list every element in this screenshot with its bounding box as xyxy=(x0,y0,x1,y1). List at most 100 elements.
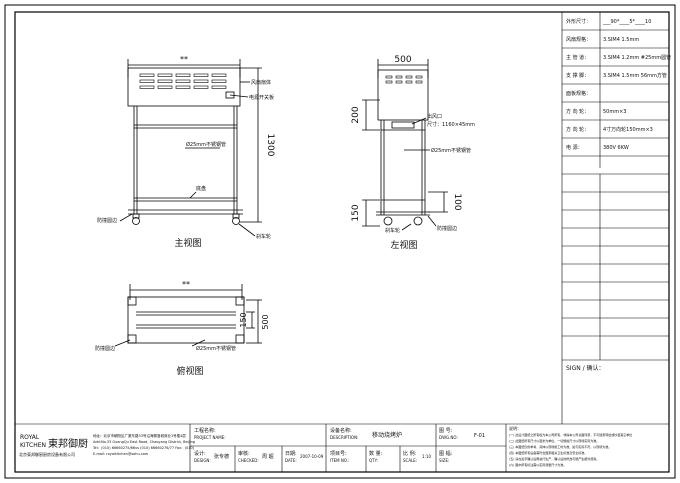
side-view-labels: 500 200 150 100 出风口 尺寸：1160×45mm Ø25mm不锈… xyxy=(351,55,475,251)
qty-label: 数 量: xyxy=(369,450,383,457)
side-bracket-callout: 防撞圆边 xyxy=(437,225,457,232)
company-address: 地址：北京市朝阳区广渠东路33号沿海赛洛城商业1号楼4层 xyxy=(93,433,186,438)
side-housing xyxy=(377,69,429,121)
leader-wheel xyxy=(238,223,256,237)
spec-row-1-label: 风扇规格： xyxy=(566,36,591,43)
side-tube-callout: Ø25mm不锈钢管 xyxy=(431,147,471,154)
side-upper-label: 200 xyxy=(351,106,361,123)
date-label: 日期: xyxy=(285,451,297,457)
front-view-caption: 主视图 xyxy=(174,237,201,249)
spec-row-2-value: 3.SIM4 1.2mm #25mm圆管 xyxy=(603,54,671,61)
fan-callout: 风扇扇体 xyxy=(251,79,271,86)
spec-row-1-value: 3.SIM4 1.5mm xyxy=(603,37,639,43)
front-bracket-callout: 防撞圆边 xyxy=(97,217,117,224)
side-outlet xyxy=(391,121,415,129)
front-width-label: ** xyxy=(180,55,188,64)
side-view xyxy=(362,59,448,231)
front-wheel-right xyxy=(232,217,240,225)
fan-housing xyxy=(127,67,241,107)
top-width-label: ** xyxy=(182,280,190,289)
front-wheel-left xyxy=(132,217,140,225)
equipment-label: 设备名称: xyxy=(330,427,352,434)
equipment-label-en: DESCRIPTION: xyxy=(330,435,358,440)
scale-label: 比 例: xyxy=(403,450,417,457)
corner-bracket-tl xyxy=(127,296,137,306)
spec-row-0-label: 外形尺寸： xyxy=(566,18,591,25)
outlet-callout: 出风口 xyxy=(427,113,442,120)
leader-top-bracket xyxy=(114,339,131,347)
equipment-value: 移动烧烤炉 xyxy=(372,431,402,439)
leader-bracket xyxy=(119,213,133,222)
top-outer-depth-label: 500 xyxy=(261,314,270,329)
check-label: 审核: xyxy=(238,450,250,457)
leader-switch xyxy=(229,94,249,98)
front-view-labels: ** 1300 风扇扇体 电源开关板 Ø25mm不锈钢管 底盘 防撞圆边 刹车轮… xyxy=(97,55,275,249)
front-wheel-callout: 刹车轮 xyxy=(256,233,271,240)
side-vent-slots xyxy=(385,75,423,84)
drawing-no-label-en: DWG.NO: xyxy=(439,435,458,440)
side-wheel-label: 100 xyxy=(452,193,462,210)
top-view xyxy=(114,284,262,347)
side-width-label: 500 xyxy=(394,55,411,65)
design-value: 张专德 xyxy=(214,453,229,460)
spec-row-5-label: 方 向 轮： xyxy=(566,108,589,115)
spec-row-3-label: 支 撑 脚： xyxy=(566,72,589,79)
spec-row-5-value: 50mm×3 xyxy=(603,109,626,115)
signature-label: SIGN / 确认： xyxy=(566,364,605,372)
spec-table-text: 外形尺寸： ___90*____5*____10 风扇规格： 3.SIM4 1.… xyxy=(566,18,671,372)
qty-label-en: QTY: xyxy=(369,458,378,463)
top-outline xyxy=(127,296,245,344)
side-wheel-left xyxy=(383,216,393,226)
project-label: 工程名称: xyxy=(194,427,216,434)
side-lower-label: 150 xyxy=(351,204,361,221)
top-inner-depth-label: 150 xyxy=(239,312,248,327)
front-height-label: 1300 xyxy=(265,134,275,157)
note-6: (六) 图中所有标注需以实际测量尺寸为准。 xyxy=(509,462,566,467)
title-block xyxy=(15,423,669,472)
top-view-caption: 俯视图 xyxy=(176,365,203,377)
leader-side-bracket xyxy=(427,215,437,227)
size-label-en: SIZE: xyxy=(439,458,449,463)
front-view xyxy=(119,59,262,237)
note-1: (一) 此设计图纸之所有权为本公司所有，非得本公司书面同意，不可随意转给或抄袭其… xyxy=(509,432,632,437)
outer-border xyxy=(4,4,676,479)
outlet-size-callout: 尺寸：1160×45mm xyxy=(427,121,475,128)
leader-top-tube xyxy=(191,339,206,347)
spec-row-0-value: ___90*____5*____10 xyxy=(602,19,651,25)
scale-label-en: SCALE: xyxy=(403,458,417,463)
company-address-2: Add:No.33 GuangQu East Road, Chaoyang Di… xyxy=(93,440,195,444)
note-4: (四) 本图纸所有设备需符合国家相关卫生标准及安全标准。 xyxy=(509,450,587,455)
leader-shelf xyxy=(189,191,197,199)
company-name-cn: 北京東邦御厨厨房设备有限公司 xyxy=(19,451,75,457)
spec-table xyxy=(561,12,669,424)
corner-bracket-tr xyxy=(235,296,245,306)
leader-side-wheel xyxy=(401,223,412,231)
design-label: 设计: xyxy=(194,450,206,457)
date-value: 2007-10-09 xyxy=(300,454,324,459)
vent-slots xyxy=(139,73,227,89)
scale-value: 1:10 xyxy=(422,454,431,459)
top-bracket-callout: 防撞圆边 xyxy=(95,345,115,352)
switch-panel xyxy=(225,91,235,99)
note-2: (二) 此图纸所有尺寸以毫米为单位，一切规格尺寸以现场实际为准。 xyxy=(509,438,599,443)
notes-title: 说明： xyxy=(509,425,521,431)
note-3: (三) 本图纸仅供参考，具体以现场施工时为准，如与实际不符，以现场为准。 xyxy=(509,444,611,449)
note-5: (五) 请在签字确认后再进行生产，确认后的修改可能产生额外费用。 xyxy=(509,456,599,461)
side-view-caption: 左视图 xyxy=(390,239,417,251)
inner-border xyxy=(14,11,670,473)
top-tube-callout: Ø25mm不锈钢管 xyxy=(196,345,236,352)
size-label: 图 幅: xyxy=(439,450,453,457)
side-wheel-right xyxy=(413,216,423,226)
item-label: 项目号: xyxy=(330,451,347,457)
spec-row-3-value: 3.SIM4 1.5mm 56mm方管 xyxy=(603,72,667,79)
company-email: E-mail: royalkitchen@sohu.com xyxy=(93,452,149,456)
leader-outlet xyxy=(411,117,427,125)
top-view-labels: ** 150 500 防撞圆边 Ø25mm不锈钢管 俯视图 xyxy=(95,280,270,377)
title-block-text: ROYAL KITCHEN 東邦御厨 北京東邦御厨厨房设备有限公司 地址：北京市… xyxy=(19,425,632,467)
spec-row-2-label: 主 管 道： xyxy=(566,54,589,61)
date-label-en: DATE: xyxy=(285,458,297,463)
check-value: 周 超 xyxy=(262,453,274,460)
logo-top: ROYAL xyxy=(20,434,40,441)
company-contact: Tel：(010) 66660275/66vs (010) 66660276/7… xyxy=(92,446,195,450)
